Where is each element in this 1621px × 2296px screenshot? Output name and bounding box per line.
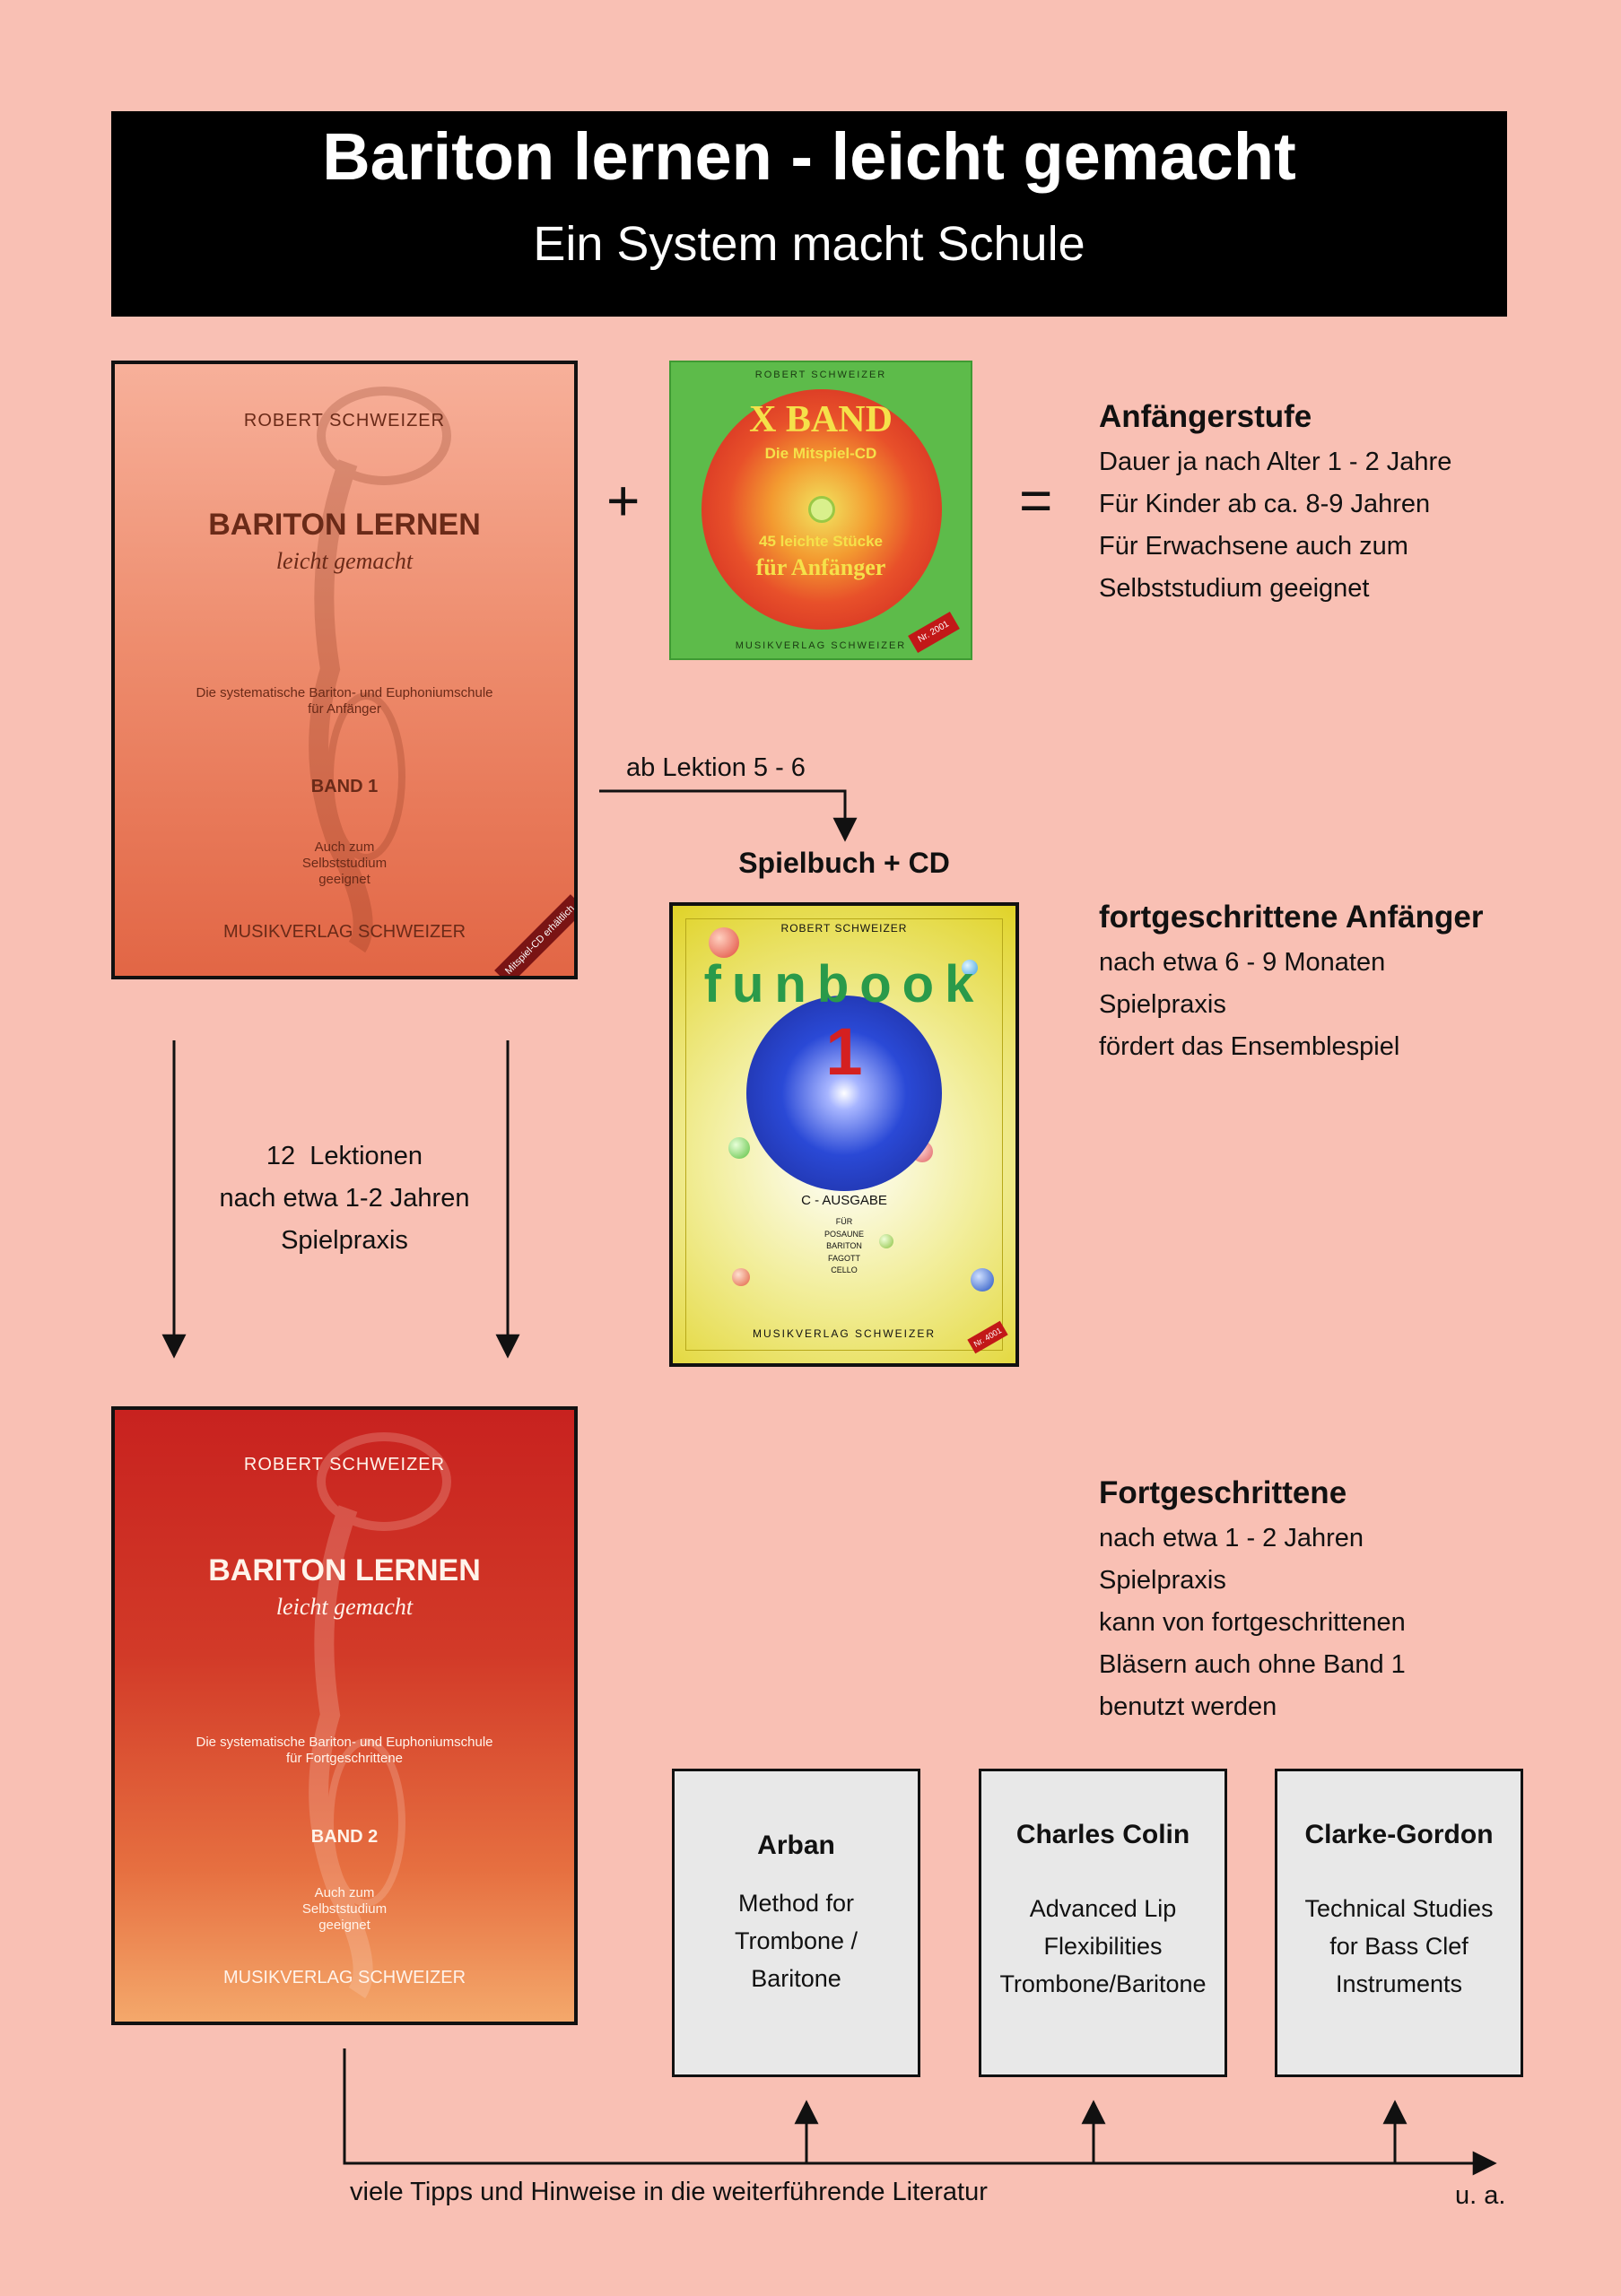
- level-heading: Anfängerstufe: [1099, 399, 1312, 434]
- ball-icon: [732, 1268, 750, 1286]
- book-self-study: Auch zum Selbststudium geeignet: [301, 839, 388, 887]
- tuba-watermark-icon: [309, 1432, 451, 1999]
- book-title: BARITON LERNEN: [208, 1553, 481, 1587]
- method-line: Flexibilities: [1043, 1933, 1163, 1960]
- book-author: ROBERT SCHWEIZER: [243, 1455, 446, 1474]
- level-advanced: Fortgeschrittene nach etwa 1 - 2 Jahren …: [1099, 1474, 1601, 1728]
- level-line: nach etwa 1 - 2 Jahren: [1099, 1524, 1364, 1552]
- level-line: Spielpraxis: [1099, 990, 1226, 1019]
- from-lesson-label: ab Lektion 5 - 6: [626, 753, 806, 782]
- ball-icon: [728, 1137, 750, 1159]
- funbook-publisher: MUSIKVERLAG SCHWEIZER: [752, 1327, 937, 1340]
- funbook-author: ROBERT SCHWEIZER: [780, 922, 908, 935]
- funbook-number: 1: [825, 1014, 863, 1089]
- method-description: Method for Trombone / Baritone: [684, 1884, 909, 1997]
- funbook-instruments: FÜR POSAUNE BARITON FAGOTT CELLO: [673, 1216, 1015, 1277]
- method-line: for Bass Clef: [1329, 1933, 1468, 1960]
- level-line: Selbststudium geeignet: [1099, 574, 1370, 603]
- bottom-note: viele Tipps und Hinweise in die weiterfü…: [350, 2178, 988, 2206]
- plus-symbol: +: [606, 468, 641, 533]
- lessons-line: nach etwa 1-2 Jahren: [219, 1184, 470, 1213]
- funbook-cover: ROBERT SCHWEIZER funbook 1 C - AUSGABE F…: [669, 902, 1019, 1367]
- instrument-item: BARITON: [826, 1241, 862, 1250]
- instrument-item: POSAUNE: [824, 1229, 864, 1239]
- book-title: BARITON LERNEN: [208, 508, 481, 542]
- method-box-clarke-gordon: Clarke-Gordon Technical Studies for Bass…: [1275, 1769, 1523, 2077]
- cd-line-1: Die Mitspiel-CD: [764, 445, 877, 462]
- level-line: Für Kinder ab ca. 8-9 Jahren: [1099, 490, 1431, 518]
- instrument-item: FÜR: [835, 1217, 853, 1226]
- level-heading: fortgeschrittene Anfänger: [1099, 900, 1484, 935]
- level-line: fördert das Ensemblespiel: [1099, 1032, 1400, 1061]
- etc-label: u. a.: [1455, 2181, 1506, 2210]
- method-line: Instruments: [1335, 1970, 1463, 1997]
- cd-line-3: für Anfänger: [755, 554, 886, 580]
- lesson-arrow: [599, 789, 858, 842]
- level-line: Bläsern auch ohne Band 1: [1099, 1650, 1406, 1679]
- ball-icon: [879, 1234, 893, 1248]
- equals-symbol: =: [1019, 468, 1053, 533]
- instrument-item: CELLO: [831, 1265, 858, 1274]
- level-line: kann von fortgeschrittenen: [1099, 1608, 1406, 1637]
- method-title: Arban: [757, 1831, 835, 1860]
- instrument-item: FAGOTT: [828, 1253, 860, 1263]
- method-line: Baritone: [751, 1965, 841, 1992]
- funbook-title: funbook: [703, 955, 985, 1013]
- funbook-edition: C - AUSGABE: [801, 1193, 887, 1208]
- book-publisher: MUSIKVERLAG SCHWEIZER: [222, 922, 466, 942]
- lessons-line: 12 Lektionen: [266, 1142, 423, 1170]
- book-cover-band-1: ROBERT SCHWEIZER BARITON LERNEN leicht g…: [111, 361, 578, 979]
- cd-disc-icon: [702, 389, 942, 630]
- method-line: Technical Studies: [1304, 1895, 1494, 1922]
- cd-brand: X BAND: [749, 399, 893, 440]
- level-line: Spielpraxis: [1099, 1566, 1226, 1595]
- literature-arrow: [343, 2048, 1497, 2176]
- songbook-label: Spielbuch + CD: [738, 847, 950, 879]
- book-band: BAND 1: [310, 777, 379, 796]
- method-description: Technical Studies for Bass Clef Instrume…: [1286, 1890, 1512, 2003]
- level-heading: Fortgeschrittene: [1099, 1475, 1347, 1510]
- cd-hole: [808, 496, 835, 523]
- book-subtitle: leicht gemacht: [275, 1594, 414, 1620]
- book-band: BAND 2: [310, 1827, 379, 1847]
- title-banner: Bariton lernen - leicht gemacht Ein Syst…: [111, 111, 1507, 317]
- funbook-disc-icon: [746, 996, 942, 1191]
- method-box-arban: Arban Method for Trombone / Baritone: [672, 1769, 920, 2077]
- ball-icon: [962, 960, 978, 976]
- ball-icon: [709, 927, 739, 958]
- book-description: Die systematische Bariton- und Euphonium…: [196, 685, 493, 717]
- method-line: Trombone/Baritone: [999, 1970, 1207, 1997]
- main-subtitle: Ein System macht Schule: [533, 217, 1085, 271]
- method-title: Clarke-Gordon: [1304, 1820, 1494, 1849]
- ball-icon: [971, 1268, 994, 1292]
- book-publisher: MUSIKVERLAG SCHWEIZER: [222, 1968, 466, 1987]
- main-title: Bariton lernen - leicht gemacht: [322, 119, 1296, 194]
- method-line: Trombone /: [734, 1927, 858, 1954]
- book-author: ROBERT SCHWEIZER: [243, 411, 446, 430]
- method-line: Method for: [737, 1890, 855, 1917]
- method-line: Advanced Lip: [1029, 1895, 1177, 1922]
- level-beginner: Anfängerstufe Dauer ja nach Alter 1 - 2 …: [1099, 398, 1601, 610]
- level-line: Für Erwachsene auch zum: [1099, 532, 1408, 561]
- book-subtitle: leicht gemacht: [275, 548, 414, 574]
- cd-publisher: MUSIKVERLAG SCHWEIZER: [735, 640, 907, 651]
- method-title: Charles Colin: [1015, 1820, 1190, 1849]
- lessons-line: Spielpraxis: [281, 1226, 408, 1255]
- cd-line-2: 45 leichte Stücke: [759, 533, 883, 550]
- tuba-watermark-icon: [309, 387, 451, 953]
- cd-author: ROBERT SCHWEIZER: [754, 370, 887, 380]
- play-along-cd-cover: ROBERT SCHWEIZER X BAND Die Mitspiel-CD …: [669, 361, 972, 660]
- book-cover-band-2: ROBERT SCHWEIZER BARITON LERNEN leicht g…: [111, 1406, 578, 2025]
- funbook-frame: [685, 918, 1003, 1351]
- book-description: Die systematische Bariton- und Euphonium…: [196, 1735, 493, 1766]
- method-description: Advanced Lip Flexibilities Trombone/Bari…: [990, 1890, 1216, 2003]
- level-line: nach etwa 6 - 9 Monaten: [1099, 948, 1386, 977]
- method-box-charles-colin: Charles Colin Advanced Lip Flexibilities…: [979, 1769, 1227, 2077]
- lessons-label: 12 Lektionen nach etwa 1-2 Jahren Spielp…: [192, 1135, 497, 1262]
- level-advanced-beginner: fortgeschrittene Anfänger nach etwa 6 - …: [1099, 899, 1601, 1068]
- book-self-study: Auch zum Selbststudium geeignet: [301, 1885, 388, 1933]
- level-line: Dauer ja nach Alter 1 - 2 Jahre: [1099, 448, 1452, 476]
- level-line: benutzt werden: [1099, 1692, 1277, 1721]
